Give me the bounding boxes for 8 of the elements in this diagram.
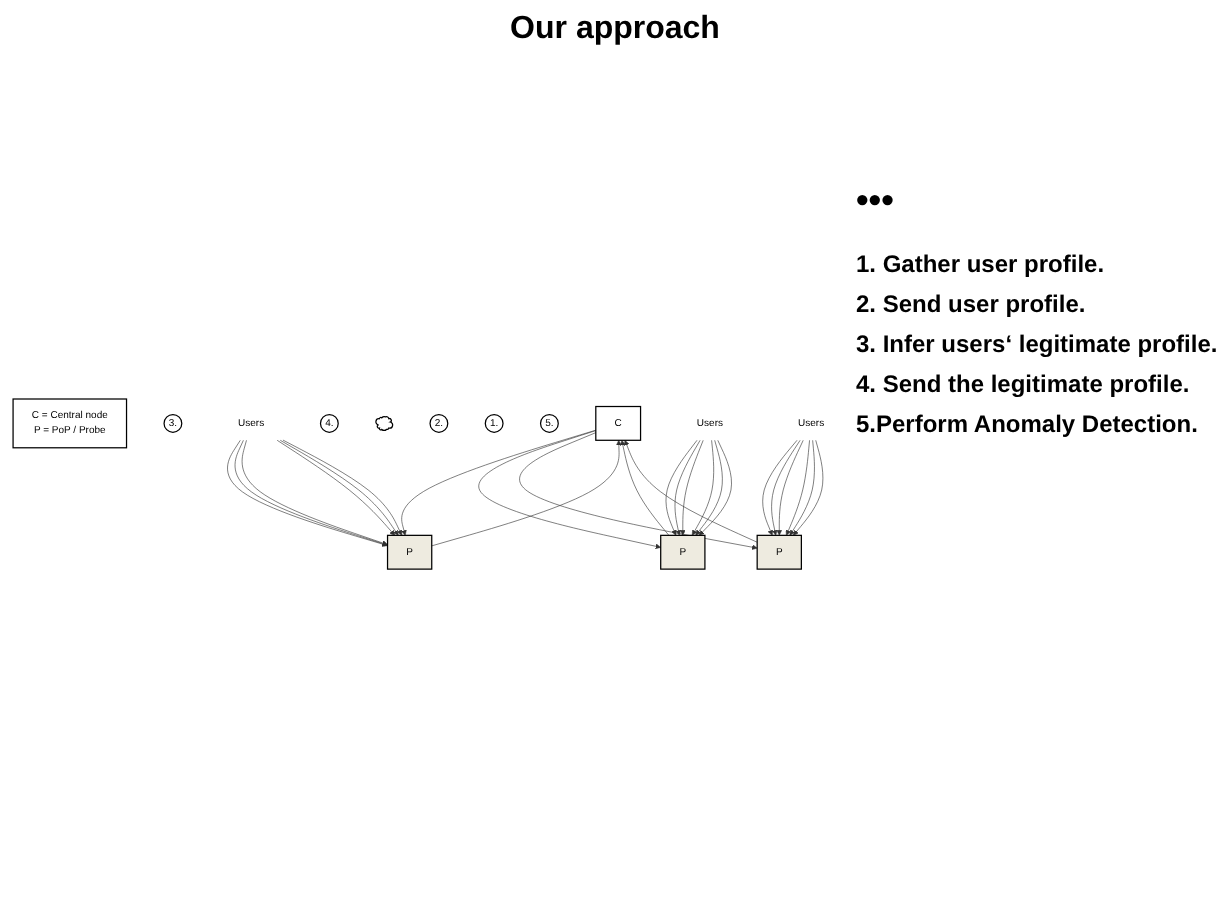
step-note: 1. Gather user profile. — [856, 250, 1107, 278]
diagram-title: Our approach — [508, 12, 722, 48]
node-cloud — [375, 415, 394, 432]
step-note: 3. Infer users‘ legitimate profile. — [856, 330, 1220, 358]
step-note: 4. Send the legitimate profile. — [856, 370, 1192, 398]
step-note: 2. Send user profile. — [856, 290, 1088, 318]
step-note: 5.Perform Anomaly Detection. — [856, 410, 1200, 438]
ellipsis-mark: ••• — [856, 180, 896, 222]
